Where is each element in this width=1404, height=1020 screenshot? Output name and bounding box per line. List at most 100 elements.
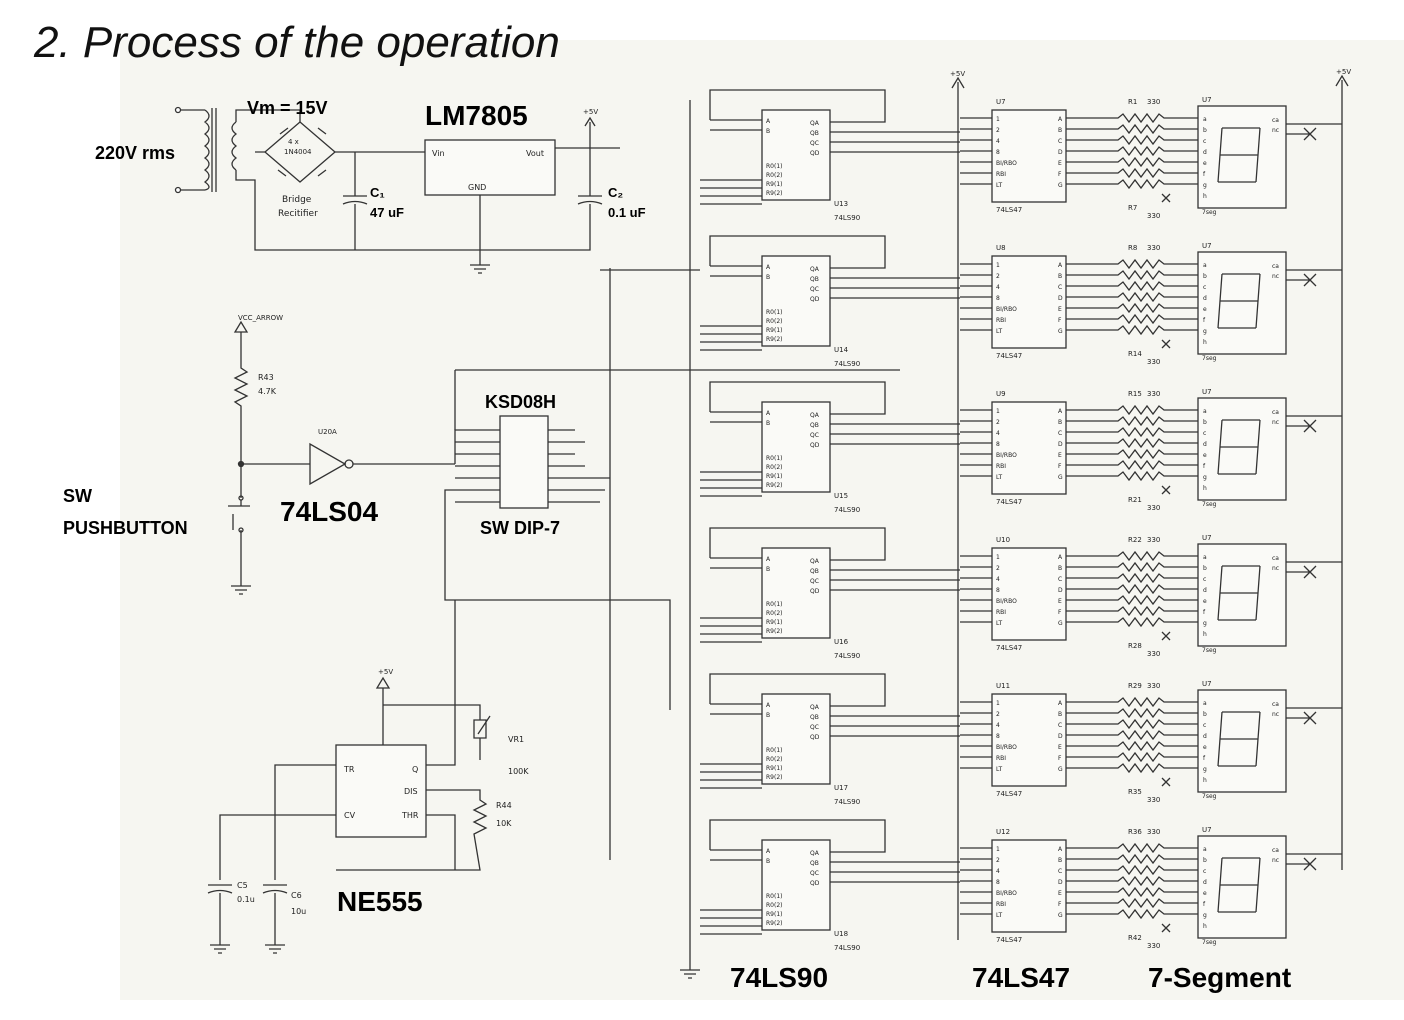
pin90-r-3-0: R0(1) bbox=[766, 455, 783, 462]
pinseg-6-7: h bbox=[1203, 923, 1207, 930]
bus2-plus5v-label: +5V bbox=[1336, 68, 1351, 76]
pin47-out-1-2: C bbox=[1058, 138, 1062, 145]
pin90-a-2: A bbox=[766, 264, 771, 271]
pin47-in-6-6: LT bbox=[996, 912, 1003, 919]
resistor-top-5: R29 bbox=[1128, 682, 1142, 690]
pin90-q-5-2: QC bbox=[810, 724, 819, 731]
pinseg-5-6: g bbox=[1203, 766, 1207, 773]
pin47-in-4-0: 1 bbox=[996, 554, 1000, 561]
ksd08h-label: KSD08H bbox=[485, 392, 557, 412]
c2-value: 0.1 uF bbox=[608, 205, 646, 220]
pin90-r-2-3: R9(2) bbox=[766, 336, 783, 343]
resistor-bottom-value-2: 330 bbox=[1147, 358, 1160, 366]
seven-seg-digit-5 bbox=[1217, 711, 1261, 767]
pin90-r-5-2: R9(1) bbox=[766, 765, 783, 772]
counter-part-4: 74LS90 bbox=[834, 652, 860, 660]
lm7805-label: LM7805 bbox=[425, 100, 528, 131]
pin90-r-6-0: R0(1) bbox=[766, 893, 783, 900]
pin90-b-5: B bbox=[766, 712, 770, 719]
counter-ref-3: U15 bbox=[834, 492, 848, 500]
pinseg-4-1: b bbox=[1203, 565, 1207, 572]
display-ref-4: U7 bbox=[1202, 534, 1212, 542]
pin47-out-4-1: B bbox=[1058, 565, 1062, 572]
ne555-pin-cv: CV bbox=[344, 811, 356, 820]
counter-chip-5 bbox=[761, 693, 831, 785]
pin47-in-2-4: BI/RBO bbox=[996, 306, 1017, 313]
c5-value: 0.1u bbox=[237, 895, 255, 904]
vr1-value: 100K bbox=[508, 767, 529, 776]
pin47-in-6-1: 2 bbox=[996, 857, 1000, 864]
pinseg-3-4: e bbox=[1203, 452, 1207, 459]
counter-ref-5: U17 bbox=[834, 784, 848, 792]
pin47-out-3-2: C bbox=[1058, 430, 1062, 437]
resistor-top-value-6: 330 bbox=[1147, 828, 1160, 836]
pinseg-5-3: d bbox=[1203, 733, 1207, 740]
decoder-ref-5: U11 bbox=[996, 682, 1010, 690]
pin90-q-4-2: QC bbox=[810, 578, 819, 585]
decoder-chip-6 bbox=[991, 839, 1067, 933]
pin47-in-4-4: BI/RBO bbox=[996, 598, 1017, 605]
seven-seg-5 bbox=[1197, 689, 1287, 793]
pin47-out-1-5: F bbox=[1058, 171, 1062, 178]
c5-label: C5 bbox=[237, 881, 248, 890]
pin47-out-4-5: F bbox=[1058, 609, 1062, 616]
ne555-pin-q: Q bbox=[412, 765, 418, 774]
power-supply bbox=[174, 106, 620, 274]
resistor-bottom-3: R21 bbox=[1128, 496, 1142, 504]
switch-label-line1: SW bbox=[63, 486, 92, 506]
pin90-r-5-1: R0(2) bbox=[766, 756, 783, 763]
pin47-in-2-2: 4 bbox=[996, 284, 1000, 291]
pin90-q-3-0: QA bbox=[810, 412, 820, 419]
display-part-1: 7seg bbox=[1202, 209, 1217, 216]
pin90-q-5-0: QA bbox=[810, 704, 820, 711]
pinseg-3-7: h bbox=[1203, 485, 1207, 492]
pin90-r-1-3: R9(2) bbox=[766, 190, 783, 197]
pinseg-3-6: g bbox=[1203, 474, 1207, 481]
pin47-in-4-3: 8 bbox=[996, 587, 1000, 594]
counter-ref-6: U18 bbox=[834, 930, 848, 938]
resistor-top-value-4: 330 bbox=[1147, 536, 1160, 544]
decoder-chip-3 bbox=[991, 401, 1067, 495]
gnd-pin-label: GND bbox=[468, 183, 486, 192]
pin47-out-5-5: F bbox=[1058, 755, 1062, 762]
pin47-in-6-4: BI/RBO bbox=[996, 890, 1017, 897]
resistor-top-1: R1 bbox=[1128, 98, 1137, 106]
pinseg-5-7: h bbox=[1203, 777, 1207, 784]
pin90-q-6-2: QC bbox=[810, 870, 819, 877]
pinseg-nc-6: nc bbox=[1272, 857, 1279, 864]
pin90-a-4: A bbox=[766, 556, 771, 563]
pinseg-nc-4: nc bbox=[1272, 565, 1279, 572]
seven-seg-6 bbox=[1197, 835, 1287, 939]
pinseg-ca-4: ca bbox=[1272, 555, 1279, 562]
pin47-in-4-1: 2 bbox=[996, 565, 1000, 572]
pinseg-5-4: e bbox=[1203, 744, 1207, 751]
pin90-b-1: B bbox=[766, 128, 770, 135]
resistor-bottom-value-3: 330 bbox=[1147, 504, 1160, 512]
counter-chip-2 bbox=[761, 255, 831, 347]
decoder-chip-1 bbox=[991, 109, 1067, 203]
diode-label: 1N4004 bbox=[284, 148, 312, 156]
counter-inputs-4 bbox=[700, 557, 762, 643]
pin47-in-3-1: 2 bbox=[996, 419, 1000, 426]
seven-seg-digit-6 bbox=[1217, 857, 1261, 913]
decoder-chip-4 bbox=[991, 547, 1067, 641]
display-part-3: 7seg bbox=[1202, 501, 1217, 508]
pin47-out-4-3: D bbox=[1058, 587, 1063, 594]
c2-label: C₂ bbox=[608, 185, 624, 200]
decoder-part-3: 74LS47 bbox=[996, 498, 1022, 506]
pin90-r-4-1: R0(2) bbox=[766, 610, 783, 617]
pin47-in-3-4: BI/RBO bbox=[996, 452, 1017, 459]
resistor-top-6: R36 bbox=[1128, 828, 1142, 836]
pin90-r-3-2: R9(1) bbox=[766, 473, 783, 480]
decoder-ref-6: U12 bbox=[996, 828, 1010, 836]
pinseg-ca-2: ca bbox=[1272, 263, 1279, 270]
counter-part-3: 74LS90 bbox=[834, 506, 860, 514]
pinseg-5-0: a bbox=[1203, 700, 1207, 707]
counter-inputs-6 bbox=[700, 849, 762, 935]
pinseg-6-1: b bbox=[1203, 857, 1207, 864]
col-label-74ls90: 74LS90 bbox=[730, 962, 829, 993]
pin47-in-2-1: 2 bbox=[996, 273, 1000, 280]
pin90-r-2-0: R0(1) bbox=[766, 309, 783, 316]
pin90-a-5: A bbox=[766, 702, 771, 709]
resistor-bottom-2: R14 bbox=[1128, 350, 1142, 358]
